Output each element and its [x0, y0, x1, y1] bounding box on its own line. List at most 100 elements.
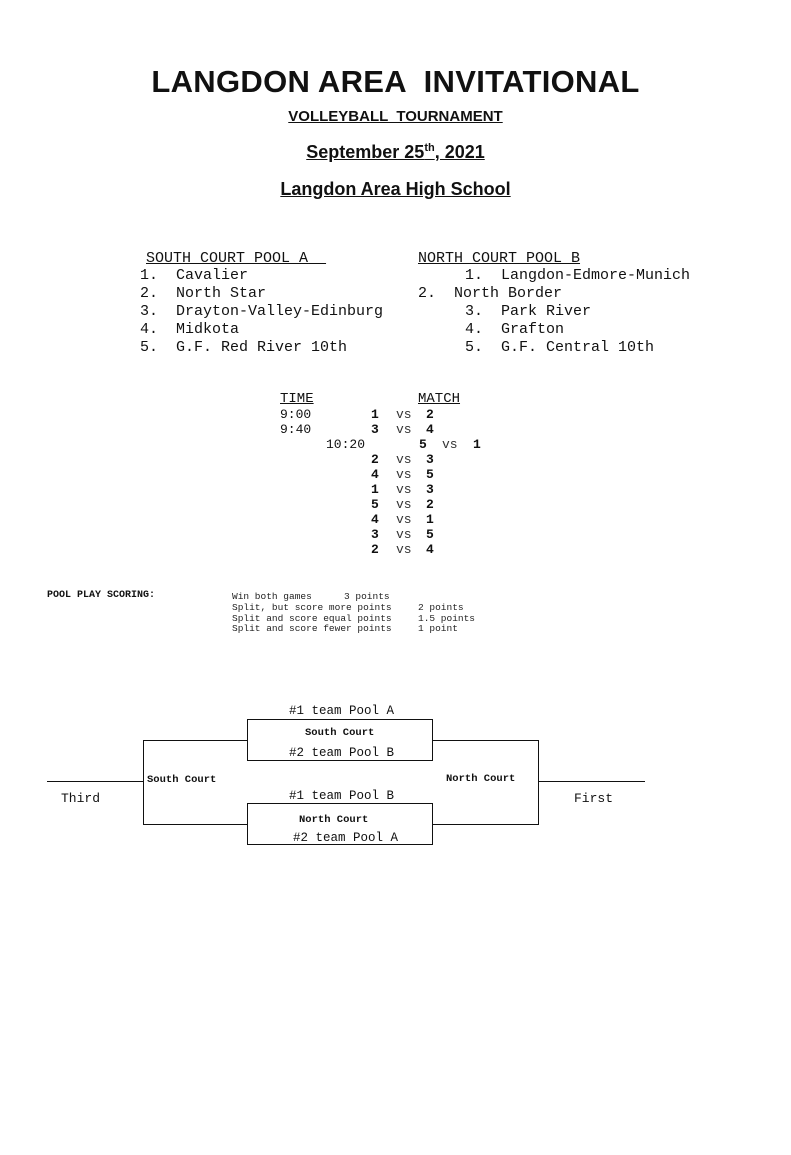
bracket-line — [432, 824, 539, 825]
pool-a-item: 2.North Star — [140, 285, 267, 302]
bracket-top-team-1: #1 team Pool A — [289, 704, 395, 718]
bracket-line — [538, 740, 539, 825]
match-vs: vs — [396, 422, 412, 437]
scoring-label: POOL PLAY SCORING: — [47, 590, 156, 601]
time-heading: TIME — [280, 391, 314, 407]
match-team-a: 3 — [371, 422, 379, 437]
pool-a-item: 1.Cavalier — [140, 267, 249, 284]
match-vs: vs — [396, 467, 412, 482]
match-vs: vs — [396, 512, 412, 527]
match-team-a: 4 — [371, 512, 379, 527]
pool-a-heading: SOUTH COURT POOL A — [146, 250, 309, 267]
bracket-left-place: Third — [61, 791, 101, 806]
match-time: 9:40 — [280, 422, 312, 437]
schedule-row: 10:20 5 vs 1 — [0, 315, 791, 452]
match-heading: MATCH — [418, 391, 461, 407]
bracket-line — [247, 719, 433, 720]
bracket-line — [247, 760, 433, 761]
bracket-line — [247, 844, 433, 845]
match-team-a: 5 — [371, 497, 379, 512]
match-team-a: 2 — [371, 452, 379, 467]
pool-a-item: 5.G.F. Red River 10th — [140, 339, 348, 356]
match-team-a: 1 — [371, 407, 379, 422]
scoring-desc: Split and score equal points — [232, 613, 392, 624]
match-schedule: TIME MATCH 9:00 1 vs 2 9:40 3 vs 4 10:20… — [0, 0, 791, 560]
pool-b-item: 3.Park River — [465, 303, 592, 320]
bracket-top-team-2: #2 team Pool B — [289, 746, 395, 760]
match-vs: vs — [396, 527, 412, 542]
schedule-row: 3 vs 5 — [0, 527, 791, 1035]
date-prefix: September 25 — [306, 142, 425, 162]
schedule-row: 9:40 3 vs 4 — [0, 195, 791, 437]
bracket-bottom-team-2: #2 team Pool A — [293, 831, 399, 845]
bracket-line — [247, 803, 433, 804]
schedule-row: 4 vs 1 — [0, 512, 791, 930]
bracket-left-court: South Court — [147, 774, 217, 786]
bracket-top-court: South Court — [305, 727, 375, 739]
match-team-b: 4 — [426, 542, 434, 557]
pool-a: SOUTH COURT POOL A 1.Cavalier 2.North St… — [140, 250, 410, 360]
scoring-desc: Split, but score more points — [232, 602, 392, 613]
tournament-subtitle: VOLLEYBALL TOURNAMENT — [288, 108, 503, 125]
bracket-right-court: North Court — [446, 773, 516, 785]
pool-b-item: 2.North Border — [418, 285, 563, 302]
match-team-a: 5 — [419, 437, 427, 452]
pool-b-item: 1.Langdon-Edmore-Munich — [465, 267, 691, 284]
scoring-desc: Win both games — [232, 591, 312, 602]
scoring-points: 1 point — [418, 623, 458, 634]
match-vs: vs — [442, 437, 458, 452]
match-team-a: 1 — [371, 482, 379, 497]
scoring-table: Win both games 3 points Split, but score… — [232, 591, 476, 634]
pool-b: NORTH COURT POOL B 1.Langdon-Edmore-Muni… — [418, 250, 718, 360]
match-team-b: 5 — [426, 467, 434, 482]
date-ordinal: th — [424, 142, 435, 154]
bracket-bottom-team-1: #1 team Pool B — [289, 789, 395, 803]
match-vs: vs — [396, 452, 412, 467]
match-time: 9:00 — [280, 407, 312, 422]
match-vs: vs — [396, 542, 412, 557]
match-team-b: 2 — [426, 407, 434, 422]
pool-a-item: 4.Midkota — [140, 321, 240, 338]
schedule-row: 1 vs 3 — [0, 482, 791, 720]
match-team-a: 2 — [371, 542, 379, 557]
match-team-b: 1 — [473, 437, 481, 452]
page-title: LANGDON AREA INVITATIONAL — [151, 64, 640, 99]
schedule-row: 5 vs 2 — [0, 497, 791, 825]
bracket-line — [432, 740, 539, 741]
match-team-b: 5 — [426, 527, 434, 542]
match-team-b: 1 — [426, 512, 434, 527]
match-team-a: 4 — [371, 467, 379, 482]
match-team-b: 3 — [426, 482, 434, 497]
match-vs: vs — [396, 407, 412, 422]
schedule-row: 4 vs 5 — [0, 467, 791, 615]
pool-b-heading: NORTH COURT POOL B — [418, 250, 581, 267]
scoring-points: 2 points — [418, 602, 464, 613]
match-team-b: 4 — [426, 422, 434, 437]
match-vs: vs — [396, 482, 412, 497]
bracket-line — [538, 781, 645, 782]
event-venue: Langdon Area High School — [280, 179, 511, 199]
schedule-row: 2 vs 4 — [0, 542, 791, 1140]
date-year: , 2021 — [434, 142, 485, 162]
schedule-row: 2 vs 3 — [0, 435, 791, 510]
event-date: September 25th, 2021 — [0, 142, 791, 163]
match-vs: vs — [396, 497, 412, 512]
pool-a-item: 3.Drayton-Valley-Edinburg — [140, 303, 384, 320]
bracket-line — [143, 740, 144, 825]
scoring-points: 3 points — [344, 591, 390, 602]
bracket-right-place: First — [574, 791, 614, 806]
pool-b-item: 4.Grafton — [465, 321, 565, 338]
match-time: 10:20 — [326, 437, 366, 452]
bracket: #1 team Pool A South Court #2 team Pool … — [47, 704, 645, 845]
bracket-bottom-court: North Court — [299, 814, 369, 826]
match-team-b: 3 — [426, 452, 434, 467]
scoring-desc: Split and score fewer points — [232, 623, 392, 634]
bracket-line — [143, 740, 248, 741]
scoring-points: 1.5 points — [418, 613, 476, 624]
match-team-a: 3 — [371, 527, 379, 542]
bracket-line — [47, 781, 144, 782]
pool-b-item: 5.G.F. Central 10th — [465, 339, 655, 356]
bracket-line — [143, 824, 248, 825]
match-team-b: 2 — [426, 497, 434, 512]
schedule-row: 9:00 1 vs 2 — [0, 75, 791, 422]
